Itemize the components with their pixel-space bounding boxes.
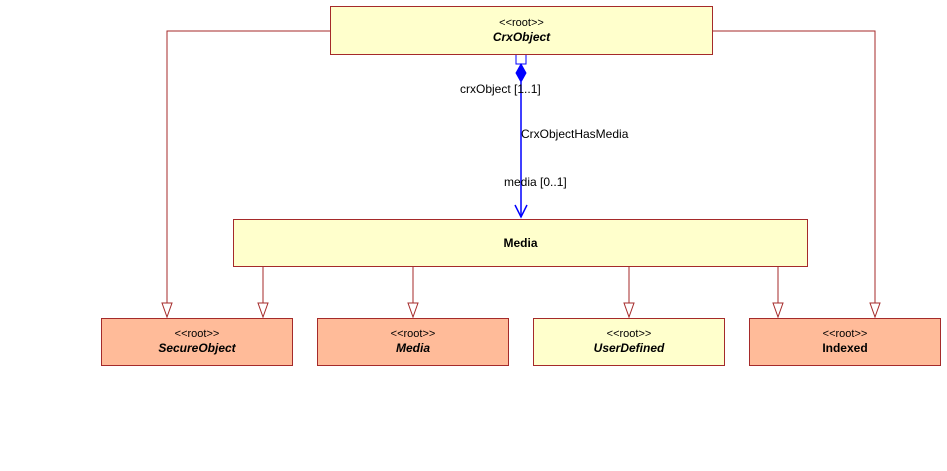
class-media[interactable]: Media	[233, 219, 808, 267]
inheritance-arrowhead	[161, 302, 173, 319]
stereotype-label: <<root>>	[822, 328, 868, 340]
class-name: UserDefined	[593, 341, 665, 355]
class-secureobject[interactable]: <<root>> SecureObject	[101, 318, 293, 366]
class-name: Media	[395, 341, 430, 355]
association-name-label: CrxObjectHasMedia	[521, 127, 629, 141]
class-name: CrxObject	[492, 29, 551, 44]
class-name: SecureObject	[158, 341, 236, 355]
stereotype-label: <<root>>	[174, 328, 220, 340]
association-end-square	[515, 53, 527, 65]
target-role-label: media [0..1]	[504, 175, 567, 189]
class-name: Indexed	[822, 341, 868, 355]
inheritance-arrowhead	[257, 302, 269, 319]
class-media-root[interactable]: <<root>> Media	[317, 318, 509, 366]
class-crxobject[interactable]: <<root>> CrxObject	[330, 6, 713, 55]
generalization-crxobject-secureobject	[166, 30, 330, 303]
navigable-arrowhead	[514, 204, 528, 219]
inheritance-arrowhead	[623, 302, 635, 319]
inheritance-arrowhead	[869, 302, 881, 319]
generalization-crxobject-indexed	[713, 30, 876, 303]
class-name: Media	[503, 235, 538, 250]
class-userdefined[interactable]: <<root>> UserDefined	[533, 318, 725, 366]
stereotype-label: <<root>>	[606, 328, 652, 340]
stereotype-label: <<root>>	[390, 328, 436, 340]
source-role-label: crxObject [1..1]	[460, 82, 541, 96]
inheritance-arrowhead	[772, 302, 784, 319]
inheritance-arrowhead	[407, 302, 419, 319]
composition-diamond	[515, 62, 527, 84]
stereotype-label: <<root>>	[499, 16, 544, 29]
class-indexed[interactable]: <<root>> Indexed	[749, 318, 941, 366]
